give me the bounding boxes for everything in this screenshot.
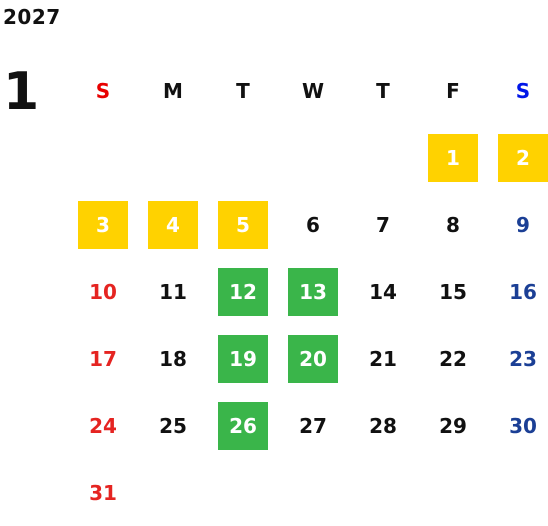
weekday-header-monday: M (163, 78, 183, 103)
day-number: 10 (89, 279, 117, 304)
day-number: 5 (218, 200, 268, 249)
day-cell: 30 (488, 392, 548, 459)
day-cell: 25 (138, 392, 208, 459)
day-number: 11 (159, 279, 187, 304)
day-number: 12 (218, 267, 268, 316)
day-cell: 28 (348, 392, 418, 459)
day-cell: 5 (208, 191, 278, 258)
day-number: 28 (369, 413, 397, 438)
day-number: 22 (439, 346, 467, 371)
empty-day-cell (208, 459, 278, 526)
day-cell: 21 (348, 325, 418, 392)
day-cell: 22 (418, 325, 488, 392)
day-cell: 10 (68, 258, 138, 325)
day-cell: 4 (138, 191, 208, 258)
day-number: 30 (509, 413, 537, 438)
day-cell: 14 (348, 258, 418, 325)
day-cell: 27 (278, 392, 348, 459)
day-number: 21 (369, 346, 397, 371)
day-number: 15 (439, 279, 467, 304)
day-number: 29 (439, 413, 467, 438)
day-number: 19 (218, 334, 268, 383)
empty-day-cell (278, 124, 348, 191)
day-number: 16 (509, 279, 537, 304)
day-cell: 13 (278, 258, 348, 325)
empty-day-cell (418, 459, 488, 526)
day-number: 27 (299, 413, 327, 438)
weekday-header-wednesday: W (301, 78, 325, 103)
day-number: 25 (159, 413, 187, 438)
day-number: 24 (89, 413, 117, 438)
empty-day-cell (138, 124, 208, 191)
day-cell: 24 (68, 392, 138, 459)
day-number: 7 (376, 212, 390, 237)
day-number: 9 (516, 212, 530, 237)
day-cell: 16 (488, 258, 548, 325)
day-cell: 23 (488, 325, 548, 392)
year-label: 2027 (3, 5, 61, 29)
day-number: 18 (159, 346, 187, 371)
day-cell: 7 (348, 191, 418, 258)
day-cell: 12 (208, 258, 278, 325)
day-cell: 11 (138, 258, 208, 325)
empty-day-cell (348, 124, 418, 191)
empty-day-cell (348, 459, 418, 526)
day-number: 1 (428, 133, 478, 182)
day-number: 2 (498, 133, 548, 182)
day-number: 20 (288, 334, 338, 383)
day-number: 6 (306, 212, 320, 237)
weekday-header-saturday: S (515, 78, 531, 103)
day-number: 13 (288, 267, 338, 316)
day-cell: 1 (418, 124, 488, 191)
day-number: 23 (509, 346, 537, 371)
day-cell: 2 (488, 124, 548, 191)
day-number: 17 (89, 346, 117, 371)
day-cell: 20 (278, 325, 348, 392)
day-cell: 17 (68, 325, 138, 392)
day-number: 26 (218, 401, 268, 450)
day-cell: 26 (208, 392, 278, 459)
day-cell: 8 (418, 191, 488, 258)
day-cell: 6 (278, 191, 348, 258)
day-number: 4 (148, 200, 198, 249)
empty-day-cell (68, 124, 138, 191)
weekday-header-sunday: S (95, 78, 111, 103)
day-number: 3 (78, 200, 128, 249)
weekday-header-thursday: T (376, 78, 390, 103)
day-number: 14 (369, 279, 397, 304)
month-number: 1 (3, 62, 40, 122)
day-cell: 19 (208, 325, 278, 392)
day-cell: 31 (68, 459, 138, 526)
empty-day-cell (208, 124, 278, 191)
day-number: 31 (89, 480, 117, 505)
empty-day-cell (488, 459, 548, 526)
day-cell: 3 (68, 191, 138, 258)
day-cell: 9 (488, 191, 548, 258)
day-cell: 29 (418, 392, 488, 459)
day-cell: 18 (138, 325, 208, 392)
day-number: 8 (446, 212, 460, 237)
empty-day-cell (278, 459, 348, 526)
day-cell: 15 (418, 258, 488, 325)
weekday-header-friday: F (446, 78, 460, 103)
empty-day-cell (138, 459, 208, 526)
weekday-header-tuesday: T (236, 78, 250, 103)
